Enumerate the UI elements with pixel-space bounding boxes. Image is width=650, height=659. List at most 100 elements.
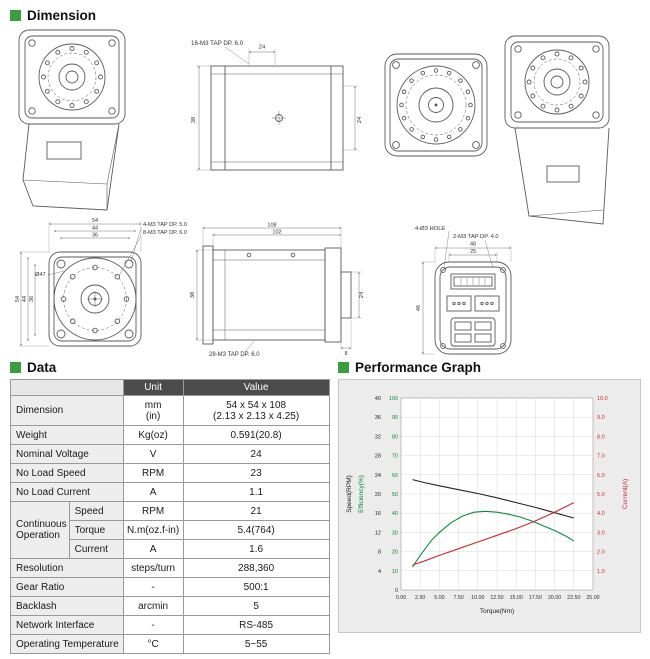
value-cell: 24 <box>182 444 330 464</box>
x-tick-label: 20.00 <box>548 595 561 601</box>
current-tick-label: 10.0 <box>597 396 608 402</box>
unit-cell: N.m(oz.f-in) <box>122 520 184 540</box>
dim-24-top: 24 <box>259 45 266 51</box>
dim-8: 8 <box>344 351 347 357</box>
current-tick-label: 8.0 <box>597 434 605 440</box>
unit-cell: - <box>122 615 184 635</box>
speed-tick-label: 20 <box>375 492 381 498</box>
x-tick-label: 22.50 <box>567 595 580 601</box>
current-tick-label: 5.0 <box>597 492 605 498</box>
efficiency-tick-label: 90 <box>392 415 398 421</box>
efficiency-tick-label: 60 <box>392 473 398 479</box>
tap2-label: 2-M3 TAP DP. 4.0 <box>453 234 499 240</box>
unit-cell: mm (in) <box>122 395 184 426</box>
speed-axis-title: Speed(RPM) <box>346 475 353 513</box>
group-param-cell: Continuous Operation <box>10 501 70 559</box>
x-tick-label: 10.00 <box>471 595 484 601</box>
param-cell: Gear Ratio <box>10 577 124 597</box>
dim-108: 108 <box>267 223 276 229</box>
sub-param-cell: Torque <box>68 520 124 540</box>
drawing-side-view-top: 16-M3 TAP DP. 6.0 24 38 24 <box>191 40 363 171</box>
efficiency-tick-label: 20 <box>392 550 398 556</box>
dim-38-bottom: 38 <box>190 292 196 298</box>
current-axis-title: Current(A) <box>622 479 629 509</box>
value-cell: 1.1 <box>182 482 330 502</box>
data-header: Data <box>10 360 56 375</box>
value-cell: 1.6 <box>182 539 330 559</box>
table-row: No Load Current A 1.1 <box>10 482 330 502</box>
table-row: Current A 1.6 <box>11 539 330 559</box>
current-tick-label: 3.0 <box>597 530 605 536</box>
drawing-front-flange-dimensioned: 54 44 36 54 44 36 4-M3 TAP DP. 5.0 8-M3 … <box>15 218 187 347</box>
table-row: Torque N.m(oz.f-in) 5.4(764) <box>11 520 330 540</box>
x-tick-label: 25.00 <box>586 595 599 601</box>
dim-48: 48 <box>470 242 476 248</box>
tap16-label: 16-M3 TAP DP. 6.0 <box>191 40 244 47</box>
value-cell: 5.4(764) <box>182 520 330 540</box>
speed-tick-label: 8 <box>378 550 381 556</box>
unit-cell: arcmin <box>122 596 184 616</box>
value-cell: 288,360 <box>182 558 330 578</box>
param-header-cell <box>10 379 124 396</box>
tap4-label: 4-M3 TAP DP. 5.0 <box>143 222 187 228</box>
section-bullet-icon <box>10 362 21 373</box>
param-cell: Dimension <box>10 395 124 426</box>
dim-44-left: 44 <box>22 296 28 302</box>
table-row: Gear Ratio - 500:1 <box>10 577 330 597</box>
unit-cell: A <box>122 482 184 502</box>
dim-36-left: 36 <box>29 296 35 302</box>
section-bullet-icon <box>338 362 349 373</box>
drawing-rear-view: 4-Ø3 HOLE 2-M3 TAP DP. 4.0 48 25 46 <box>415 226 512 355</box>
x-tick-label: 7.50 <box>453 595 463 601</box>
dimension-drawings-svg: 16-M3 TAP DP. 6.0 24 38 24 <box>15 29 610 358</box>
param-cell: Weight <box>10 425 124 445</box>
value-cell: 54 x 54 x 108 (2.13 x 2.13 x 4.25) <box>182 395 330 426</box>
efficiency-axis-title: Efficiency(%) <box>358 475 365 513</box>
tap8-label: 8-M3 TAP DP. 6.0 <box>143 230 187 236</box>
dim-102: 102 <box>272 230 281 236</box>
dimension-header: Dimension <box>10 8 96 23</box>
speed-curve <box>412 479 574 519</box>
data-section-title: Data <box>27 360 57 375</box>
unit-cell: RPM <box>122 463 184 483</box>
speed-tick-label: 4 <box>378 569 381 575</box>
dim-25: 25 <box>470 249 476 255</box>
x-tick-label: 0.00 <box>396 595 406 601</box>
value-cell: RS-485 <box>182 615 330 635</box>
value-cell: 500:1 <box>182 577 330 597</box>
current-tick-label: 9.0 <box>597 415 605 421</box>
speed-tick-label: 24 <box>375 473 381 479</box>
x-tick-label: 17.50 <box>529 595 542 601</box>
dim-24-connector: 24 <box>359 291 365 298</box>
hole4-label: 4-Ø3 HOLE <box>415 226 445 232</box>
efficiency-tick-label: 30 <box>392 530 398 536</box>
current-tick-label: 2.0 <box>597 550 605 556</box>
spec-table: Unit Value Dimension mm (in) 54 x 54 x 1… <box>10 379 330 654</box>
drawing-isometric-right <box>504 35 610 225</box>
current-tick-label: 4.0 <box>597 511 605 517</box>
param-cell: Backlash <box>10 596 124 616</box>
unit-header-cell: Unit <box>122 379 184 396</box>
speed-tick-label: 36 <box>375 415 381 421</box>
dim-46: 46 <box>416 305 422 311</box>
efficiency-tick-label: 80 <box>392 434 398 440</box>
current-curve <box>412 502 575 566</box>
efficiency-tick-label: 50 <box>392 492 398 498</box>
section-bullet-icon <box>10 10 21 21</box>
param-cell: Operating Temperature <box>10 634 124 654</box>
table-row: Backlash arcmin 5 <box>10 596 330 616</box>
dim-54-left: 54 <box>15 296 21 302</box>
unit-cell: Kg(oz) <box>122 425 184 445</box>
current-tick-label: 7.0 <box>597 454 605 460</box>
x-tick-label: 2.50 <box>415 595 425 601</box>
value-cell: 0.591(20.8) <box>182 425 330 445</box>
unit-cell: RPM <box>122 501 184 521</box>
param-cell: Network Interface <box>10 615 124 635</box>
efficiency-tick-label: 70 <box>392 454 398 460</box>
efficiency-tick-label: 40 <box>392 511 398 517</box>
sub-param-cell: Current <box>68 539 124 559</box>
table-row: Dimension mm (in) 54 x 54 x 108 (2.13 x … <box>10 395 330 426</box>
dimension-section-title: Dimension <box>27 8 97 23</box>
speed-tick-label: 32 <box>375 434 381 440</box>
